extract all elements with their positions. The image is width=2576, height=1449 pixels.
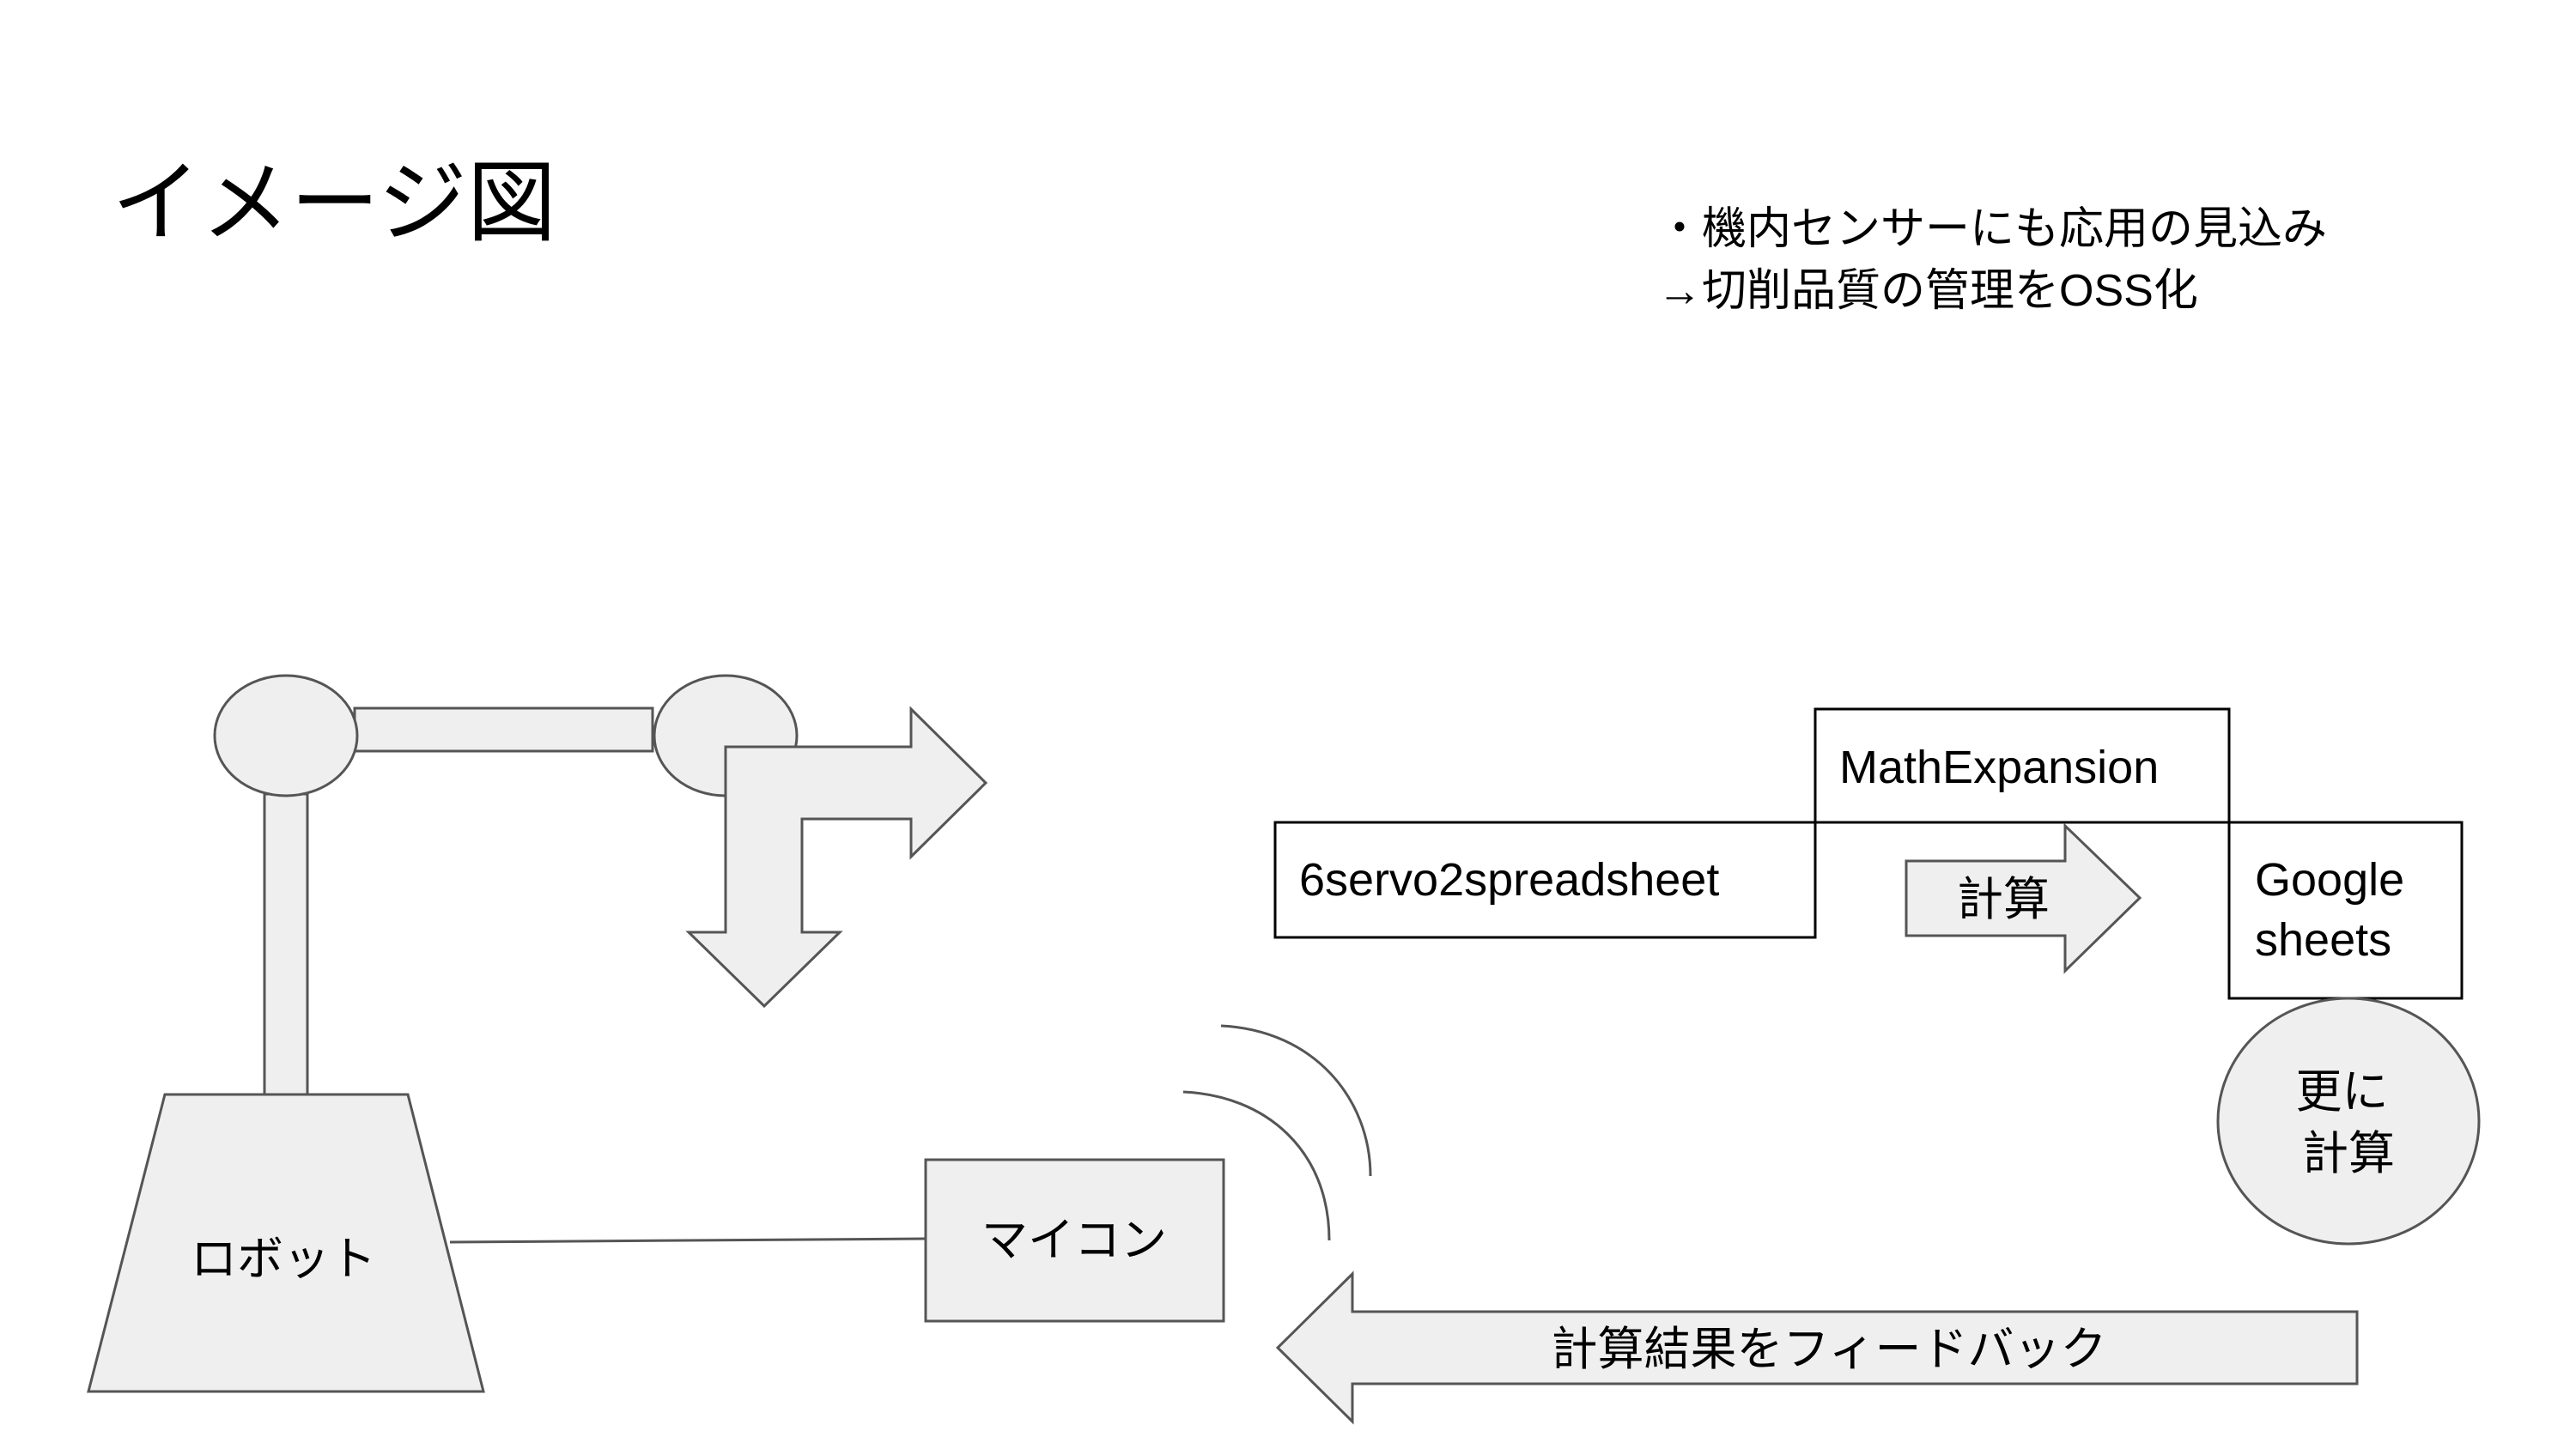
further-calc-circle xyxy=(2216,997,2481,1246)
box-6servo2spreadsheet xyxy=(1273,821,1817,939)
wireless-arc-inner xyxy=(1182,1090,1331,1241)
box-6servo2spreadsheet-label: 6servo2spreadsheet xyxy=(1299,854,1719,906)
further-calc-line-2: 計算 xyxy=(2302,1128,2395,1179)
wireless-signal-icon xyxy=(1182,1024,1372,1241)
calc-arrow-label: 計算 xyxy=(1957,874,2050,925)
robot-base xyxy=(87,1093,485,1393)
google-sheets-line-1: Google xyxy=(2255,854,2404,906)
box-google-sheets-label: Google sheets xyxy=(2255,854,2417,966)
feedback-arrow xyxy=(1275,1270,2359,1425)
note-line-2: →切削品質の管理をOSS化 xyxy=(1657,266,2198,316)
robot-horizontal-link xyxy=(353,706,654,753)
feedback-arrow-label: 計算結果をフィードバック xyxy=(1552,1324,2107,1375)
google-sheets-line-2: sheets xyxy=(2255,914,2391,966)
further-calc-line-1: 更に xyxy=(2295,1066,2388,1118)
robot-arm xyxy=(87,674,988,1393)
box-mathexpansion-label: MathExpansion xyxy=(1839,742,2159,793)
box-mathexpansion xyxy=(1814,707,2231,824)
microcontroller-label: マイコン xyxy=(981,1215,1167,1266)
robot-label: ロボット xyxy=(191,1234,376,1285)
robot-to-mcu-line xyxy=(449,1237,927,1244)
note-line-1: ・機内センサーにも応用の見込み xyxy=(1657,204,2327,254)
box-google-sheets xyxy=(2227,821,2464,1000)
wireless-arc-outer xyxy=(1220,1024,1372,1177)
robot-motion-arrow xyxy=(685,706,988,1009)
further-calc-label: 更に 計算 xyxy=(2295,1066,2401,1179)
robot-shoulder-joint xyxy=(213,674,359,797)
slide-title: イメージ図 xyxy=(112,154,556,253)
microcontroller-box xyxy=(924,1158,1225,1323)
robot-vertical-link xyxy=(263,792,309,1096)
calc-arrow xyxy=(1905,822,2142,974)
